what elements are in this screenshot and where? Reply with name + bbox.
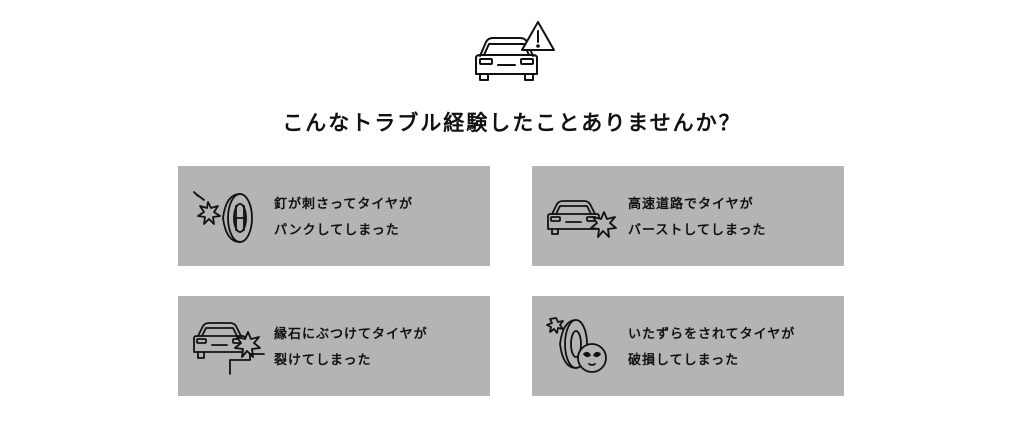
card-line-2: 破損してしまった [628, 353, 740, 368]
card-text: 高速道路でタイヤが バーストしてしまった [628, 192, 838, 244]
tire-vandal-icon [544, 314, 620, 378]
card-text: 釘が刺さってタイヤが パンクしてしまった [274, 192, 484, 244]
card-line-1: 釘が刺さってタイヤが [274, 197, 413, 212]
card-text: 縁石にぶつけてタイヤが 裂けてしまった [274, 322, 484, 374]
trouble-card-vandal: いたずらをされてタイヤが 破損してしまった [532, 296, 844, 396]
car-curb-icon [190, 314, 266, 378]
card-line-1: 縁石にぶつけてタイヤが [274, 327, 428, 342]
card-line-2: 裂けてしまった [274, 353, 372, 368]
card-text: いたずらをされてタイヤが 破損してしまった [628, 322, 838, 374]
card-line-2: パンクしてしまった [274, 223, 400, 238]
card-line-2: バーストしてしまった [628, 223, 767, 238]
trouble-card-curb: 縁石にぶつけてタイヤが 裂けてしまった [178, 296, 490, 396]
car-warning-icon [470, 18, 556, 88]
page-title: こんなトラブル経験したことありませんか？ [282, 111, 742, 135]
tire-nail-icon [190, 184, 266, 248]
car-burst-icon [544, 184, 620, 248]
card-line-1: いたずらをされてタイヤが [628, 327, 796, 342]
trouble-card-burst: 高速道路でタイヤが バーストしてしまった [532, 166, 844, 266]
card-line-1: 高速道路でタイヤが [628, 197, 754, 212]
trouble-card-puncture: 釘が刺さってタイヤが パンクしてしまった [178, 166, 490, 266]
